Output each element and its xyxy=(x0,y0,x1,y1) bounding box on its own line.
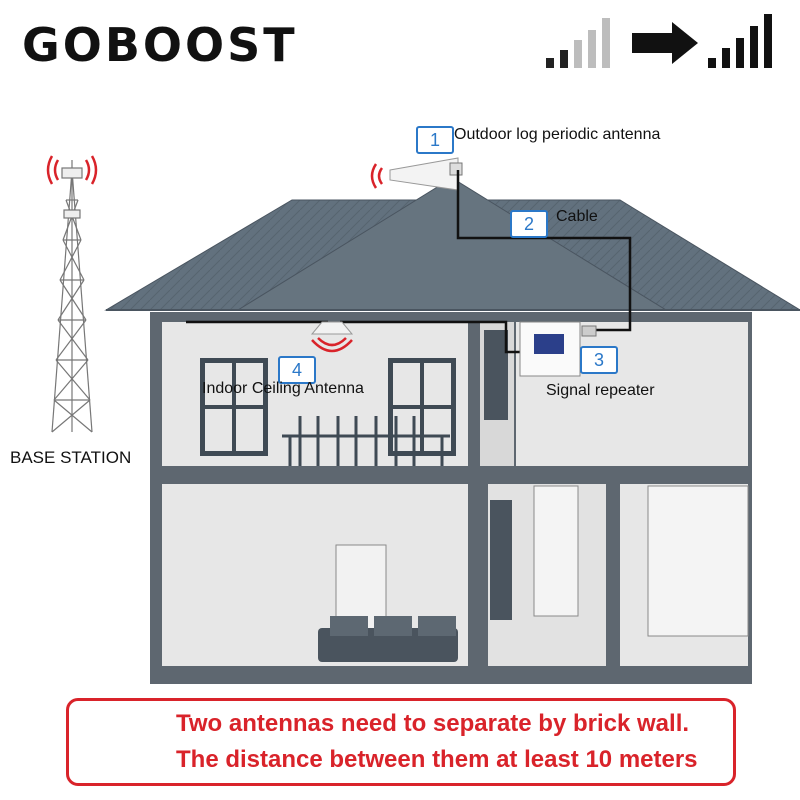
stair-door xyxy=(484,330,512,620)
warning-line-1: Two antennas need to separate by brick w… xyxy=(176,710,690,737)
warning-line-2: The distance between them at least 10 me… xyxy=(176,746,698,773)
arrow-right-icon xyxy=(632,22,698,64)
sofa xyxy=(318,616,458,662)
base-station-label: BASE STATION xyxy=(10,448,132,467)
window-right xyxy=(388,358,456,456)
repeater-label: Signal repeater xyxy=(546,382,655,399)
step-badge-3: 3 xyxy=(580,346,618,374)
outdoor-antenna-label: Outdoor log periodic antenna xyxy=(454,126,661,143)
signal-strong-icon xyxy=(708,14,772,68)
warning-box xyxy=(66,698,736,786)
floor-slab xyxy=(150,466,752,484)
window-left xyxy=(200,358,268,456)
outdoor-antenna-waves-icon xyxy=(370,163,384,189)
signal-weak-icon xyxy=(546,18,610,68)
indoor-antenna-label: Indoor Ceiling Antenna xyxy=(202,380,364,397)
step-badge-1: 1 xyxy=(416,126,454,154)
cable-label: Cable xyxy=(556,208,598,225)
step-badge-2: 2 xyxy=(510,210,548,238)
dining-table xyxy=(282,416,450,466)
tower-signal-waves xyxy=(46,155,98,185)
roof xyxy=(104,177,800,311)
ceiling-antenna-waves-icon xyxy=(311,337,353,353)
step-badge-4: 4 xyxy=(278,356,316,384)
ceiling-antenna-icon xyxy=(310,321,354,335)
outdoor-antenna-icon xyxy=(389,157,463,191)
repeater-icon xyxy=(519,321,597,377)
cable-line xyxy=(186,170,632,354)
brand-logo: GOBOOST xyxy=(22,18,298,72)
base-station-tower xyxy=(51,160,93,433)
garage-door xyxy=(533,485,749,637)
